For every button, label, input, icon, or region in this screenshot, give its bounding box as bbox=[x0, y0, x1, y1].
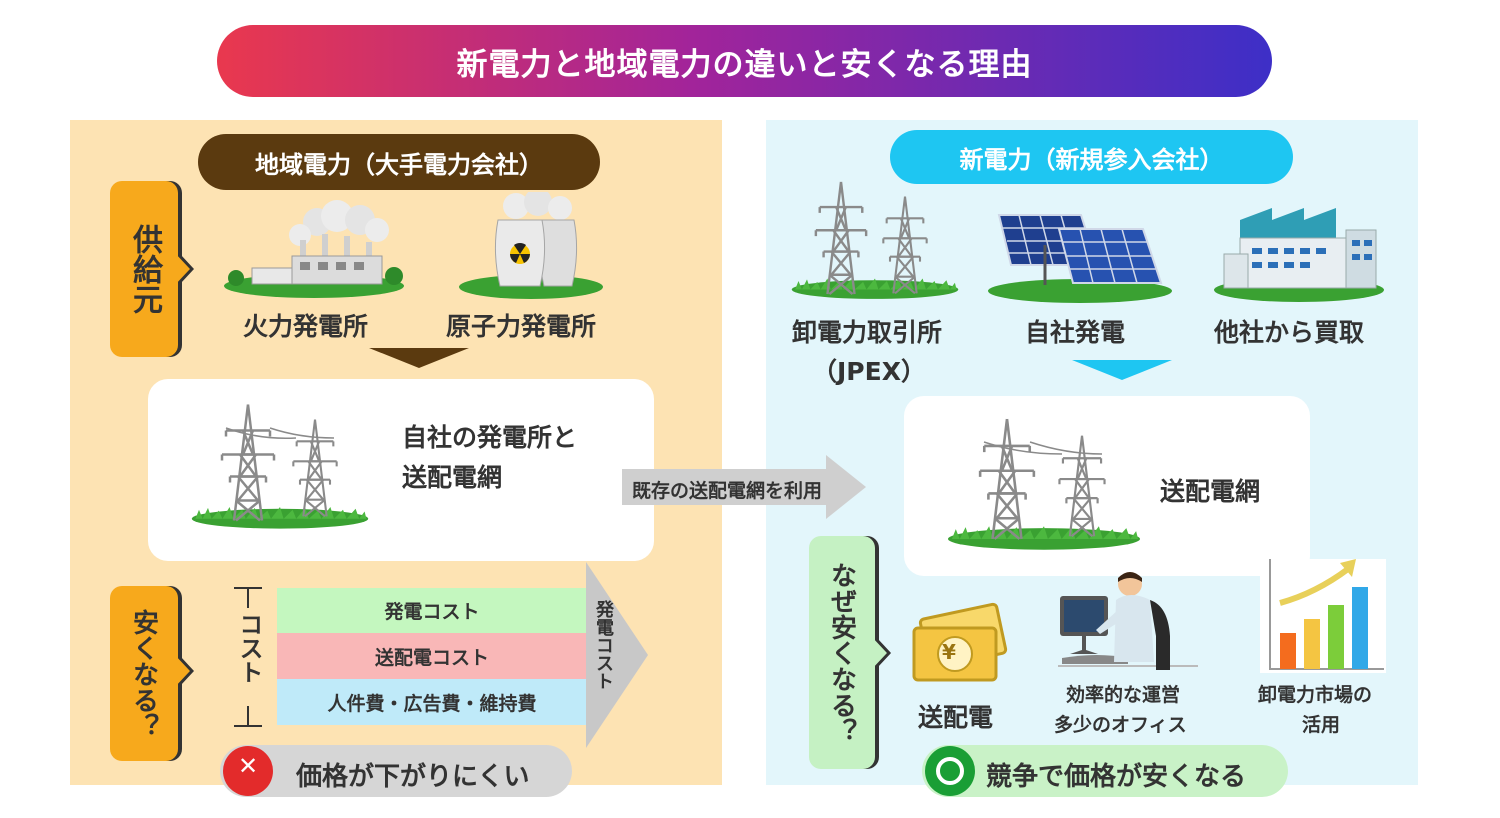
chevron-right-icon bbox=[178, 656, 194, 686]
self-generation-label: 自社発電 bbox=[1025, 318, 1126, 347]
total-cost-arrow bbox=[586, 562, 648, 748]
reason-efficient-operation-line2: 多少のオフィス bbox=[1054, 714, 1187, 736]
right-result-text: 競争で価格が安くなる bbox=[986, 762, 1247, 792]
uses-existing-grid-arrow bbox=[622, 455, 866, 519]
cheaper-question-tab: 安くなる？ bbox=[110, 586, 178, 761]
cost-row-generation: 発電コスト bbox=[277, 588, 587, 633]
uses-existing-grid-label: 既存の送配電網を利用 bbox=[632, 480, 823, 502]
rising-bar-chart-icon bbox=[1260, 559, 1386, 673]
reason-efficient-operation-line1: 効率的な運営 bbox=[1066, 684, 1181, 706]
right-result-pill bbox=[922, 745, 1288, 797]
power-exchange-tower-icon bbox=[791, 180, 959, 299]
why-cheaper-tab: なぜ安くなる？ bbox=[809, 536, 875, 769]
title-banner: 新電力と地域電力の違いと安くなる理由 bbox=[217, 25, 1272, 97]
power-exchange-label-line2: （JPEX） bbox=[812, 357, 926, 386]
power-exchange-label-line1: 卸電力取引所 bbox=[792, 318, 943, 347]
office-worker-icon bbox=[1058, 572, 1198, 670]
reason-wholesale-market-line2: 活用 bbox=[1302, 714, 1341, 736]
left-panel-header: 地域電力（大手電力会社） bbox=[198, 134, 600, 190]
cross-mark-glyph: ✕ bbox=[237, 752, 259, 780]
regional-grid-box bbox=[148, 379, 654, 561]
new-grid-label: 送配電網 bbox=[1160, 477, 1261, 506]
chevron-right-icon bbox=[875, 638, 891, 668]
right-panel-header: 新電力（新規参入会社） bbox=[890, 130, 1293, 184]
cross-mark-icon bbox=[223, 746, 273, 796]
thermal-power-plant-icon bbox=[224, 200, 404, 298]
grid-label-line1: 自社の発電所と bbox=[402, 423, 578, 452]
cheaper-question-label: 安くなる？ bbox=[128, 608, 159, 739]
down-arrow-icon bbox=[369, 348, 469, 368]
left-result-pill bbox=[220, 745, 572, 797]
cost-row-transmission: 送配電コスト bbox=[277, 633, 587, 679]
thermal-plant-label: 火力発電所 bbox=[243, 312, 369, 341]
factory-icon bbox=[1214, 208, 1384, 302]
down-arrow-icon bbox=[1072, 360, 1172, 380]
cost-bracket-label: コスト bbox=[235, 612, 263, 684]
nuclear-plant-label: 原子力発電所 bbox=[446, 312, 597, 341]
grid-label-line2: 送配電網 bbox=[402, 463, 503, 492]
yen-banknote-icon bbox=[912, 602, 1008, 682]
buy-from-others-label: 他社から買取 bbox=[1214, 318, 1365, 347]
total-cost-arrow-label: 発電コスト bbox=[593, 600, 614, 690]
transmission-tower-icon bbox=[191, 403, 369, 529]
reason-wholesale-market-line1: 卸電力市場の bbox=[1258, 684, 1373, 706]
supplier-tab-label: 供給元 bbox=[127, 224, 162, 314]
cost-row-labor: 人件費・広告費・維持費 bbox=[277, 679, 587, 725]
yen-symbol: ¥ bbox=[942, 640, 956, 664]
cost-bracket bbox=[234, 587, 262, 727]
left-result-text: 価格が下がりにくい bbox=[296, 762, 530, 792]
circle-mark-icon bbox=[925, 746, 975, 796]
reason-transmission-label: 送配電 bbox=[918, 703, 994, 732]
chevron-right-icon bbox=[178, 254, 194, 284]
why-cheaper-label: なぜ安くなる？ bbox=[826, 561, 857, 744]
page-title: 新電力と地域電力の違いと安くなる理由 bbox=[456, 46, 1033, 83]
solar-panel-icon bbox=[988, 214, 1172, 303]
supplier-tab: 供給元 bbox=[110, 181, 178, 357]
nuclear-power-plant-icon bbox=[459, 192, 603, 299]
transmission-tower-icon bbox=[947, 417, 1141, 550]
